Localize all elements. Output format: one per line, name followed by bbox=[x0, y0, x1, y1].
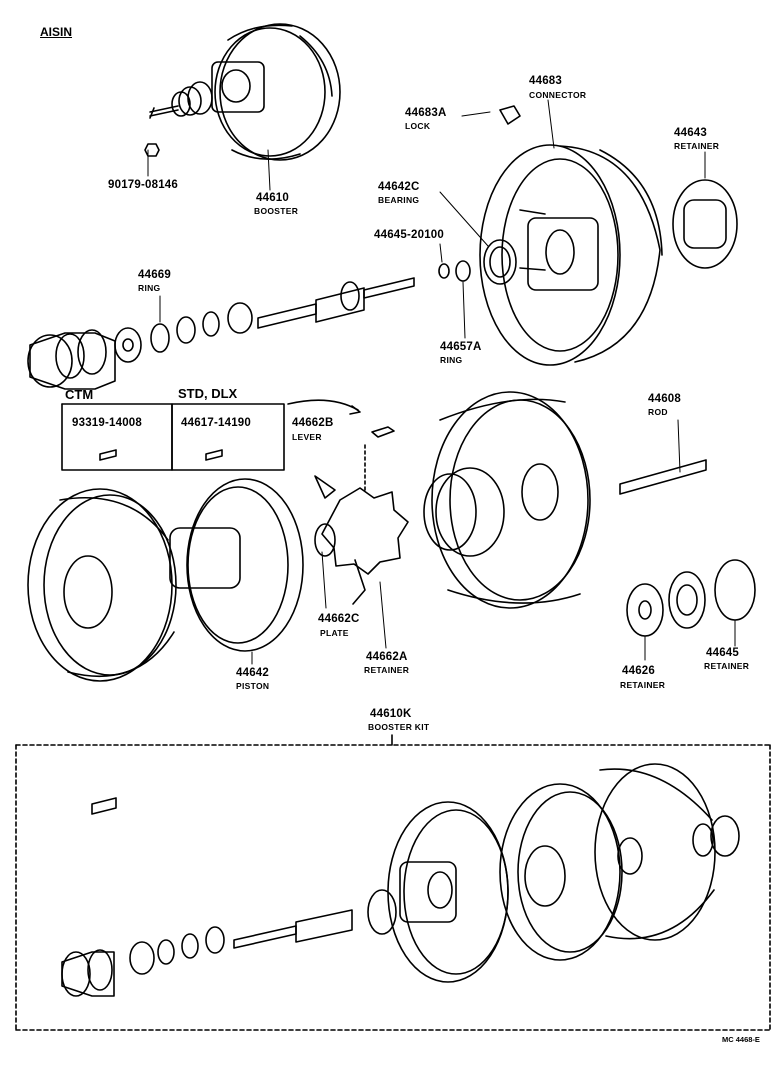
part-44626-name: RETAINER bbox=[620, 680, 666, 690]
rear-shell-drawing bbox=[423, 391, 756, 637]
part-44643-name: RETAINER bbox=[674, 141, 720, 151]
part-44683A-number: 44683A bbox=[405, 107, 447, 119]
lever-arrow bbox=[287, 399, 359, 411]
brand-label: AISIN bbox=[40, 25, 73, 39]
part-44657A-number: 44657A bbox=[440, 341, 482, 353]
part-44642C-name: BEARING bbox=[378, 195, 420, 205]
part-44645-name: RETAINER bbox=[704, 661, 750, 671]
part-44669-number: 44669 bbox=[138, 269, 171, 281]
booster-kit-frame bbox=[15, 734, 771, 1031]
part-44608-name: ROD bbox=[648, 407, 668, 417]
part-44645-number: 44645 bbox=[706, 647, 739, 659]
variant-ctm-header: CTM bbox=[65, 387, 94, 402]
part-44643-number: 44643 bbox=[674, 127, 707, 139]
lever-arrow-head bbox=[349, 405, 361, 415]
piston-shell-drawing bbox=[27, 475, 409, 682]
part-44610-name: BOOSTER bbox=[254, 206, 299, 216]
part-44610K-number: 44610K bbox=[370, 708, 412, 720]
part-44662A-name: RETAINER bbox=[364, 665, 410, 675]
part-93319-14008-number: 93319-14008 bbox=[72, 417, 142, 429]
part-44662A-number: 44662A bbox=[366, 651, 408, 663]
part-44642-name: PISTON bbox=[236, 681, 270, 691]
part-44610K-name: BOOSTER KIT bbox=[368, 722, 430, 732]
part-44662C-name: PLATE bbox=[320, 628, 349, 638]
figure-code: MC 4468-E bbox=[722, 1035, 760, 1044]
part-44608-number: 44608 bbox=[648, 393, 681, 405]
connector-shell-drawing bbox=[438, 105, 738, 366]
lever-small-part bbox=[371, 426, 395, 438]
part-44683-number: 44683 bbox=[529, 75, 562, 87]
part-44657A-name: RING bbox=[440, 355, 463, 365]
leader-lines bbox=[147, 99, 736, 665]
part-44617-14190-number: 44617-14190 bbox=[181, 417, 251, 429]
part-44683A-name: LOCK bbox=[405, 121, 431, 131]
booster-assembly-drawing bbox=[144, 23, 341, 161]
part-44662B-name: LEVER bbox=[292, 432, 322, 442]
booster-kit-drawing bbox=[61, 763, 740, 997]
part-90179-08146-number: 90179-08146 bbox=[108, 179, 178, 191]
part-44642C-number: 44642C bbox=[378, 181, 420, 193]
part-44645-20100-number: 44645-20100 bbox=[374, 229, 444, 241]
part-44683-name: CONNECTOR bbox=[529, 90, 587, 100]
part-44626-number: 44626 bbox=[622, 665, 655, 677]
part-44642-number: 44642 bbox=[236, 667, 269, 679]
variant-std-dlx-header: STD, DLX bbox=[178, 386, 238, 401]
variant-table bbox=[61, 403, 285, 471]
part-44610-number: 44610 bbox=[256, 192, 289, 204]
valve-rod-seals-drawing bbox=[27, 277, 415, 390]
part-44669-name: RING bbox=[138, 283, 161, 293]
part-44662B-number: 44662B bbox=[292, 417, 334, 429]
part-44662C-number: 44662C bbox=[318, 613, 360, 625]
